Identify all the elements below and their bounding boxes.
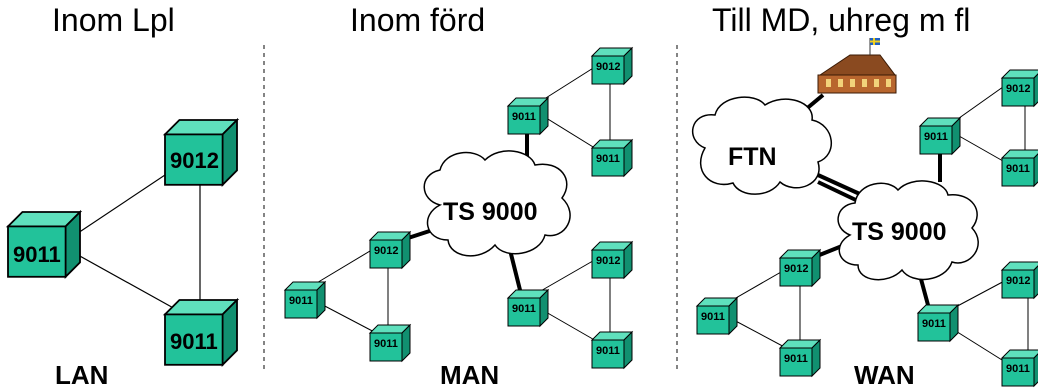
lan-node-9011b-label: 9011 xyxy=(170,329,218,354)
wan-node-top-9011b-label: 9011 xyxy=(1006,163,1030,175)
wan-node-left-9012-label: 9012 xyxy=(784,263,808,275)
wan-node-right-9012-label: 9012 xyxy=(1006,275,1030,287)
man-node-left-9011b-label: 9011 xyxy=(374,338,398,350)
man-node-top-9011-label: 9011 xyxy=(512,111,536,123)
man-node-left-9012-label: 9012 xyxy=(374,245,398,257)
lan-heading: Inom Lpl xyxy=(52,2,175,38)
wan-footer: WAN xyxy=(854,360,915,390)
man-cloud-label: TS 9000 xyxy=(443,198,538,226)
wan-node-right-9011b-label: 9011 xyxy=(1006,363,1030,375)
wan-ts-label: TS 9000 xyxy=(852,218,947,246)
wan-node-left-9011-label: 9011 xyxy=(701,311,725,323)
lan-footer: LAN xyxy=(55,360,109,390)
lan-node-9011-label: 9011 xyxy=(13,242,61,267)
wan-ftn-cloud xyxy=(691,96,833,195)
man-cloud xyxy=(423,150,571,257)
man-node-right-9011b-label: 9011 xyxy=(596,345,620,357)
wan-heading: Till MD, uhreg m fl xyxy=(712,2,971,38)
wan-node-top-9012-label: 9012 xyxy=(1006,83,1030,95)
man-heading: Inom förd xyxy=(350,2,486,38)
man-footer: MAN xyxy=(440,360,500,390)
wan-node-right-9011-label: 9011 xyxy=(922,318,946,330)
man-node-top-9011b-label: 9011 xyxy=(596,153,620,165)
lan-node-9012-label: 9012 xyxy=(170,148,219,173)
building-with-flag-icon xyxy=(817,38,897,94)
man-node-left-9011-label: 9011 xyxy=(289,295,313,307)
man-node-right-9011-label: 9011 xyxy=(512,303,536,315)
man-node-right-9012-label: 9012 xyxy=(596,255,620,267)
wan-ts-cloud xyxy=(837,180,979,281)
man-node-top-9012-label: 9012 xyxy=(596,61,620,73)
wan-node-top-9011-label: 9011 xyxy=(924,131,948,143)
wan-ftn-label: FTN xyxy=(728,143,777,171)
wan-node-left-9011b-label: 9011 xyxy=(784,353,808,365)
